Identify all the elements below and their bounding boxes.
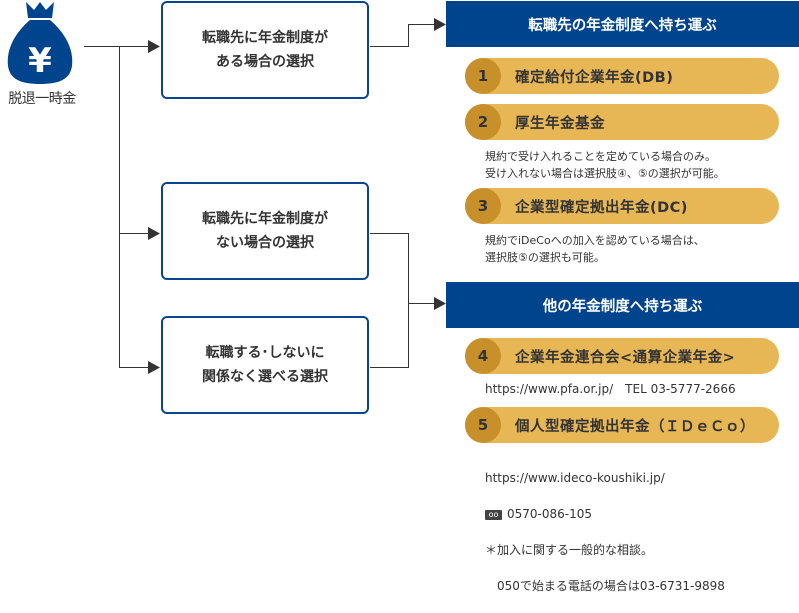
option-label: 個人型確定拠出年金（ＩＤｅＣｏ） <box>515 418 755 435</box>
option-label: 厚生年金基金 <box>515 115 605 132</box>
option-pill-4: 4 企業年金連合会<通算企業年金> <box>465 338 779 374</box>
free-dial-icon: oo <box>485 509 502 520</box>
header-text: 他の年金制度へ持ち運ぶ <box>542 298 703 315</box>
destination-header-transfer-employer: 転職先の年金制度へ持ち運ぶ <box>446 1 799 47</box>
source-label: 脱退一時金 <box>8 91 76 107</box>
connector-choice2-to-join <box>370 233 409 368</box>
option-2-note: 規約で受け入れることを定めている場合のみ。 受け入れない場合は選択肢④、⑤の選択… <box>485 150 725 180</box>
option-pill-5: 5 個人型確定拠出年金（ＩＤｅＣｏ） <box>465 407 779 443</box>
connector-choice1-to-header1 <box>370 24 434 47</box>
option-label: 確定給付企業年金(DB) <box>515 69 674 86</box>
option-label: 企業型確定拠出年金(DC) <box>515 199 688 216</box>
option-number: 2 <box>465 104 501 140</box>
option-label: 企業年金連合会<通算企業年金> <box>515 349 736 366</box>
yen-symbol: ¥ <box>28 41 52 81</box>
ideco-note-line2: 050で始まる電話の場合は03-6731-9898 <box>485 579 725 593</box>
choice-box-with-pension: 転職先に年金制度が ある場合の選択 <box>161 1 369 99</box>
arrow-to-header2 <box>434 297 446 310</box>
money-bag-yen-icon: ¥ <box>7 2 73 84</box>
option-4-contact: https://www.pfa.or.jp/ TEL 03-5777-2666 <box>485 382 736 396</box>
option-number: 4 <box>465 338 501 374</box>
option-5-contact: https://www.ideco-koushiki.jp/ oo 0570-08… <box>485 451 725 613</box>
arrow-to-choice1 <box>148 40 160 53</box>
header-text: 転職先の年金制度へ持ち運ぶ <box>528 17 717 34</box>
ideco-url: https://www.ideco-koushiki.jp/ <box>485 471 665 485</box>
option-number: 1 <box>465 58 501 94</box>
arrow-to-header1 <box>434 18 446 31</box>
arrow-to-choice2 <box>148 227 160 240</box>
ideco-phone-row: oo 0570-086-105 <box>485 505 725 523</box>
option-number: 5 <box>465 407 501 443</box>
choice-label: 転職する･しないに 関係なく選べる選択 <box>202 345 328 385</box>
arrow-to-choice3 <box>148 361 160 374</box>
option-pill-1: 1 確定給付企業年金(DB) <box>465 58 779 94</box>
choice-label: 転職先に年金制度が ある場合の選択 <box>202 30 328 70</box>
choice-label: 転職先に年金制度が ない場合の選択 <box>202 211 328 251</box>
option-number: 3 <box>465 188 501 224</box>
choice-box-without-pension: 転職先に年金制度が ない場合の選択 <box>161 182 369 280</box>
ideco-note-line1: ＊加入に関する一般的な相談。 <box>485 543 654 557</box>
choice-box-regardless: 転職する･しないに 関係なく選べる選択 <box>161 316 369 414</box>
connector-lines <box>84 18 446 374</box>
ideco-phone: 0570-086-105 <box>507 507 593 521</box>
option-pill-3: 3 企業型確定拠出年金(DC) <box>465 188 779 224</box>
destination-header-other-pension: 他の年金制度へ持ち運ぶ <box>446 282 799 328</box>
option-pill-2: 2 厚生年金基金 <box>465 104 779 140</box>
option-3-note: 規約でiDeCoへの加入を認めている場合は、 選択肢⑤の選択も可能。 <box>485 234 705 264</box>
